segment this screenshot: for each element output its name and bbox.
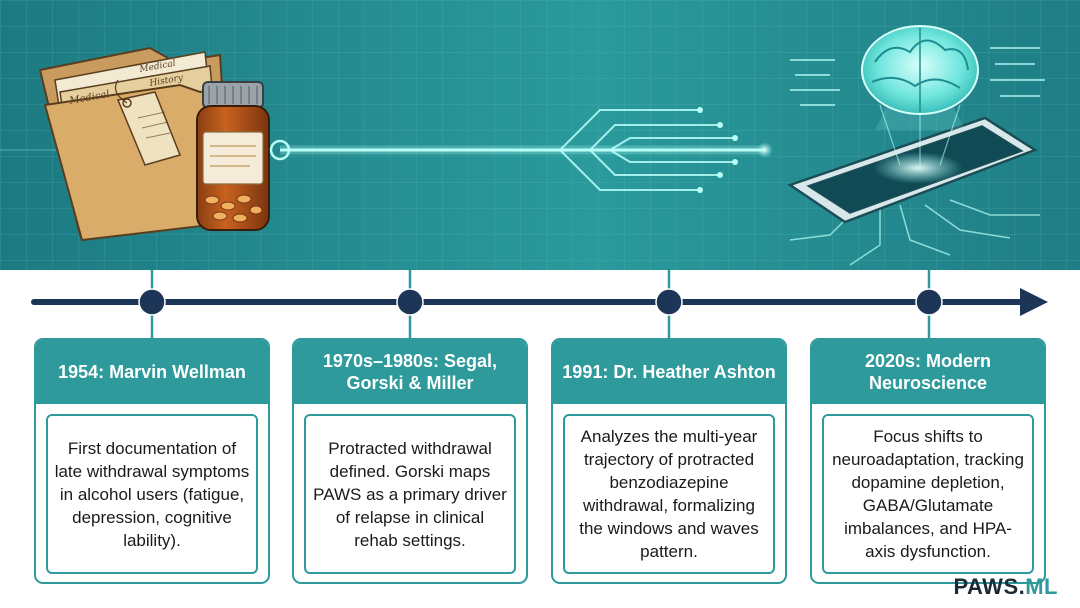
header-illustration: Medical Medical History — [0, 0, 1080, 270]
tablet-icon — [787, 116, 1038, 224]
circuit-lines-icon — [269, 107, 1040, 266]
milestone-title: 1954: Marvin Wellman — [36, 340, 268, 404]
milestone-title: 1970s–1980s: Segal, Gorski & Miller — [294, 340, 526, 404]
timeline-node — [655, 288, 683, 316]
milestone-description: Protracted withdrawal defined. Gorski ma… — [304, 414, 516, 574]
milestone-card: 1970s–1980s: Segal, Gorski & Miller Prot… — [292, 338, 528, 584]
pill-bottle-icon — [196, 81, 270, 231]
timeline — [31, 270, 1048, 338]
milestone-title: 1991: Dr. Heather Ashton — [553, 340, 785, 404]
milestone-description: Analyzes the multi-year trajectory of pr… — [563, 414, 775, 574]
timeline-node — [138, 288, 166, 316]
milestone-description: First documentation of late withdrawal s… — [46, 414, 258, 574]
brand-accent: ML — [1025, 574, 1058, 599]
milestone-title: 2020s: Modern Neuroscience — [812, 340, 1044, 404]
brand-name: PAWS. — [953, 574, 1026, 599]
hologram-brain-icon — [790, 25, 1045, 170]
brand-logo: PAWS.ML — [953, 574, 1058, 600]
milestone-card: 1991: Dr. Heather Ashton Analyzes the mu… — [551, 338, 787, 584]
milestone-card: 2020s: Modern Neuroscience Focus shifts … — [810, 338, 1046, 584]
medical-folder-icon: Medical Medical History — [38, 46, 237, 242]
milestone-card: 1954: Marvin Wellman First documentation… — [34, 338, 270, 584]
milestone-description: Focus shifts to neuroadaptation, trackin… — [822, 414, 1034, 574]
timeline-arrowhead — [1020, 288, 1048, 316]
timeline-node — [396, 288, 424, 316]
timeline-node — [915, 288, 943, 316]
